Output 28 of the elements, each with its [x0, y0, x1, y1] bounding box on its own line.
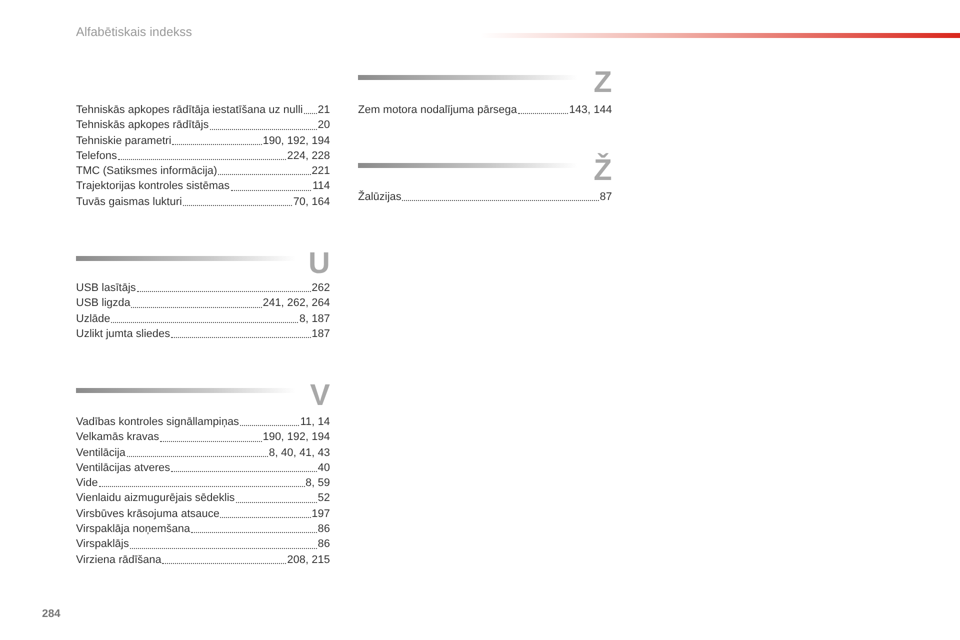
- section-letter: Z: [592, 68, 612, 98]
- index-entry: Virsbūves krāsojuma atsauce 197: [76, 506, 330, 522]
- index-entry: Tehniskās apkopes rādītājs 20: [76, 118, 330, 134]
- index-entry: Tehniskās apkopes rādītāja iestatīšana uz nulli 21: [76, 103, 330, 118]
- index-entry: Vide 8, 59: [76, 476, 330, 492]
- section-letter: V: [308, 381, 330, 411]
- index-entry: Zem motora nodalījuma pārsega 143, 144: [358, 103, 612, 118]
- index-entry: USB ligzda 241, 262, 264: [76, 296, 330, 312]
- index-entry: Vadības kontroles signāllampiņas 11, 14: [76, 415, 330, 430]
- index-entry: Velkamās kravas 190, 192, 194: [76, 430, 330, 446]
- index-entry: Tehniskie parametri 190, 192, 194: [76, 134, 330, 149]
- index-entry: Uzlikt jumta sliedes 187: [76, 326, 330, 342]
- index-entry: Vienlaidu aizmugurējais sēdeklis 52: [76, 491, 330, 506]
- index-entry: Telefons 224, 228: [76, 148, 330, 164]
- index-entry: Virziena rādīšana 208, 215: [76, 552, 330, 568]
- section-letter: U: [307, 249, 330, 279]
- index-entry: Žalūzijas 87: [358, 190, 612, 205]
- index-entry: Virspaklājs 86: [76, 537, 330, 552]
- index-entry: Trajektorijas kontroles sistēmas 114: [76, 179, 330, 194]
- index-entry: Uzlāde 8, 187: [76, 312, 330, 327]
- index-entry: Ventilācija 8, 40, 41, 43: [76, 446, 330, 461]
- index-entry: Ventilācijas atveres 40: [76, 460, 330, 476]
- index-entry: Tuvās gaismas lukturi 70, 164: [76, 194, 330, 210]
- index-entry: TMC (Satiksmes informācija) 221: [76, 164, 330, 180]
- page-number: 284: [42, 608, 60, 620]
- page-header: Alfabētiskais indekss: [76, 25, 192, 39]
- index-entry: USB lasītājs 262: [76, 281, 330, 296]
- index-entry: Virspaklāja noņemšana 86: [76, 522, 330, 538]
